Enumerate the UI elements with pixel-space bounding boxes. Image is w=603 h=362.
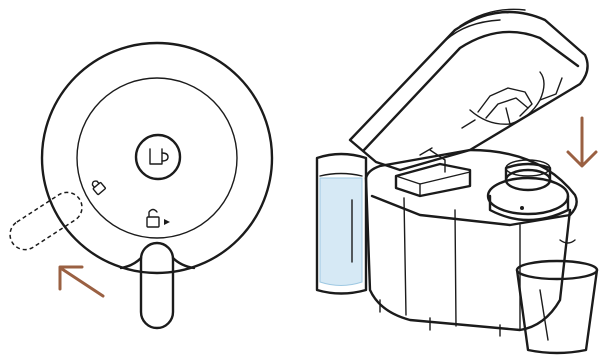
lock-open-icon: [147, 210, 170, 228]
dial-handle[interactable]: [141, 243, 173, 328]
center-button[interactable]: [136, 135, 180, 179]
dial-panel: [4, 43, 272, 328]
machine-panel: [317, 9, 597, 353]
water-fill: [320, 178, 362, 286]
glass: [517, 261, 597, 353]
rotate-arrow: [60, 267, 103, 296]
capsule-holder: [488, 160, 568, 220]
dial-inner-ring: [77, 78, 237, 238]
lid[interactable]: [350, 9, 588, 170]
brew-chamber: [396, 148, 470, 196]
lock-closed-icon: [90, 178, 106, 194]
water-tank: [317, 154, 366, 294]
dial-handle-ghost: [4, 187, 87, 256]
machine-body: [366, 150, 577, 336]
cup-icon: [150, 149, 168, 164]
press-down-arrow: [568, 118, 596, 166]
